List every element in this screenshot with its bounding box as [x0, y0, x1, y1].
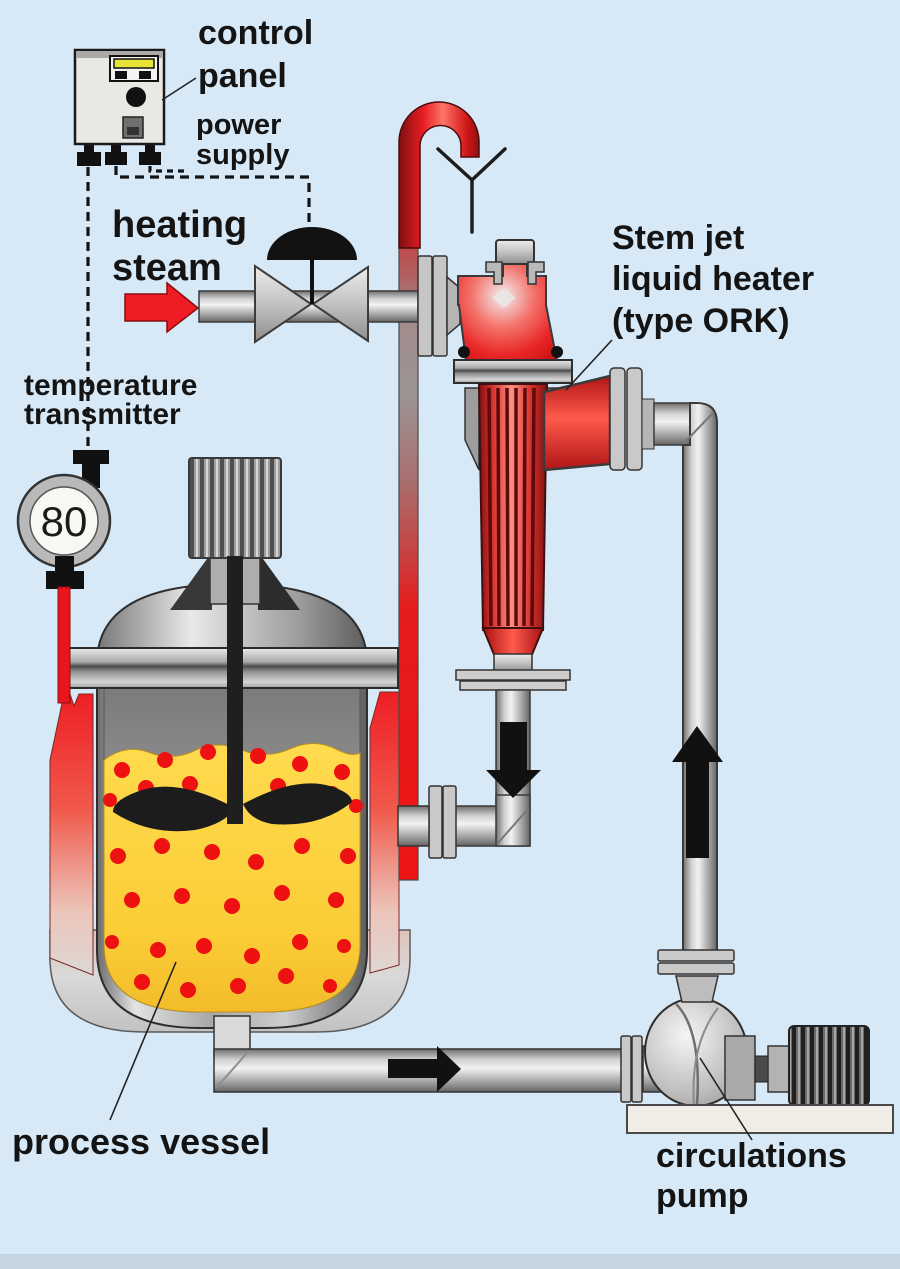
circulations-pump-label: circulations pump	[656, 1137, 847, 1216]
riser-branch	[542, 367, 735, 975]
liquid-droplets	[103, 744, 363, 998]
stem-jet-heater-label: Stem jet liquid heater (type ORK)	[612, 219, 815, 340]
vent-hook-pipe	[398, 101, 480, 249]
steam-inlet-arrow-icon	[124, 281, 200, 334]
pump-baseplate	[626, 1104, 894, 1134]
heating-steam-label: heating steam	[112, 204, 248, 289]
vent-icon	[436, 147, 507, 234]
steam-jet-mixing-zone	[492, 288, 516, 308]
vessel-side-nozzle	[397, 805, 430, 847]
steam-drop-pipe	[398, 231, 419, 881]
agitator-motor	[188, 457, 282, 559]
riser-pipe	[682, 402, 718, 953]
flow-arrow-down-icon	[486, 722, 541, 798]
process-vessel	[65, 457, 399, 1029]
heater-return-elbow	[397, 722, 541, 859]
gauge-value: 80	[40, 498, 88, 545]
stirrer-shaft	[227, 556, 243, 824]
power-supply-label: power supply	[196, 109, 290, 172]
control-signal-lines	[86, 166, 311, 451]
panel-knob	[126, 87, 146, 107]
stirrer-icon	[112, 783, 352, 832]
process-vessel-label: process vessel	[12, 1121, 271, 1162]
bottom-border-strip	[0, 1254, 900, 1269]
signal-line-to-valve	[114, 166, 311, 226]
temperature-probe	[57, 586, 71, 704]
control-valve-icon	[254, 227, 369, 344]
flow-arrow-up-icon	[672, 726, 723, 858]
steam-inlet	[124, 281, 419, 334]
power-supply-line	[148, 166, 188, 173]
flow-arrow-right-icon	[388, 1046, 461, 1092]
circulation-pump	[620, 975, 894, 1134]
panel-indicator-bar	[113, 58, 155, 69]
control-panel-label: control panel	[198, 14, 314, 95]
pump-motor	[788, 1025, 870, 1106]
control-panel-box	[73, 48, 166, 166]
steam-junction-flange	[417, 255, 461, 357]
temperature-transmitter-label: temperature transmitter	[24, 369, 198, 431]
temperature-gauge-icon	[16, 450, 112, 704]
leader-lines	[109, 77, 753, 1141]
valve-actuator-dome	[267, 227, 357, 260]
